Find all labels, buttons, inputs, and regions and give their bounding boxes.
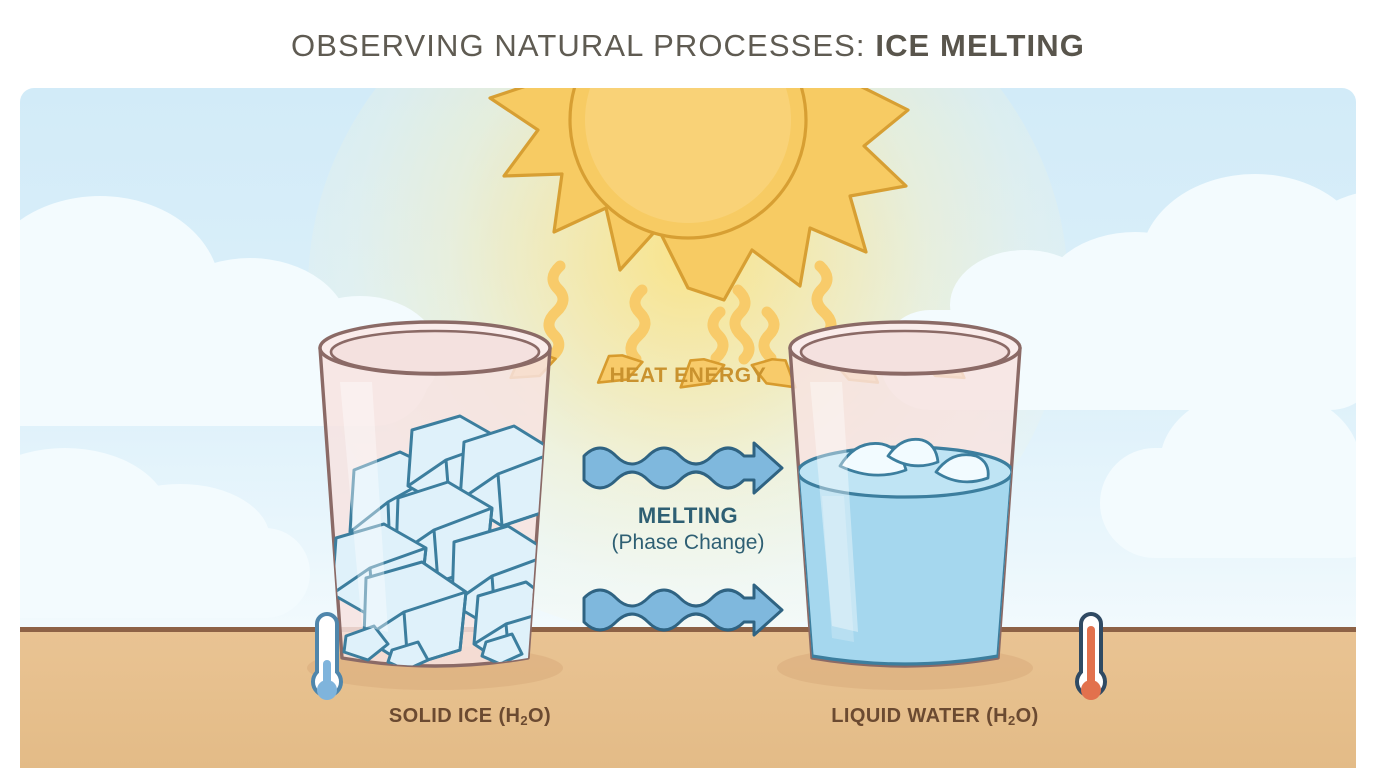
table-surface [20, 632, 1356, 768]
glass-rim-inner [329, 329, 541, 375]
left-caption: SOLID ICE (H2O) [260, 705, 680, 728]
right-caption-sub: 2 [1008, 713, 1016, 728]
title-light-part: OBSERVING NATURAL PROCESSES: [291, 28, 876, 63]
water-body [796, 470, 1014, 666]
hot-thermometer-icon [1075, 611, 1107, 700]
floating-ice-group [838, 437, 990, 484]
left-caption-sub: 2 [520, 713, 529, 728]
melting-label-line2: (Phase Change) [611, 530, 765, 554]
glass-highlight [340, 382, 388, 632]
floating-ice [934, 453, 990, 484]
melting-label-line1: MELTING [637, 503, 739, 528]
page-title: OBSERVING NATURAL PROCESSES: ICE MELTING [0, 28, 1376, 64]
melting-arrows-group [582, 441, 784, 637]
melting-arrow [582, 441, 784, 495]
glass-with-water [777, 320, 1033, 690]
ice-chip [480, 632, 524, 666]
cold-thermometer-icon [311, 611, 343, 700]
melting-label: MELTING (Phase Change) [565, 503, 811, 555]
table-edge [20, 627, 1356, 632]
cloud-puff [20, 528, 310, 618]
heat-arrow [750, 306, 797, 389]
ice-chip [386, 640, 430, 666]
scene-panel: HEAT ENERGY [20, 88, 1356, 768]
right-caption-pre: LIQUID WATER (H [831, 705, 1009, 727]
heat-energy-label: HEAT ENERGY [609, 364, 767, 387]
left-caption-post: O) [528, 705, 552, 727]
ice-chip [342, 624, 390, 662]
sun-icon [488, 88, 910, 302]
glass-with-ice [307, 320, 563, 690]
glass-highlight [810, 382, 858, 632]
floating-ice [886, 437, 940, 468]
right-caption: LIQUID WATER (H2O) [725, 705, 1145, 728]
title-bold-part: ICE MELTING [875, 28, 1085, 63]
heat-arrow [596, 284, 651, 384]
water-highlight [822, 496, 854, 642]
right-caption-post: O) [1015, 705, 1039, 727]
ice-cube-group [330, 414, 550, 666]
heat-arrow [679, 306, 729, 389]
cloud-puff [1100, 448, 1356, 558]
glass-rim-inner [799, 329, 1011, 375]
melting-arrow [582, 583, 784, 637]
left-caption-pre: SOLID ICE (H [388, 705, 521, 727]
